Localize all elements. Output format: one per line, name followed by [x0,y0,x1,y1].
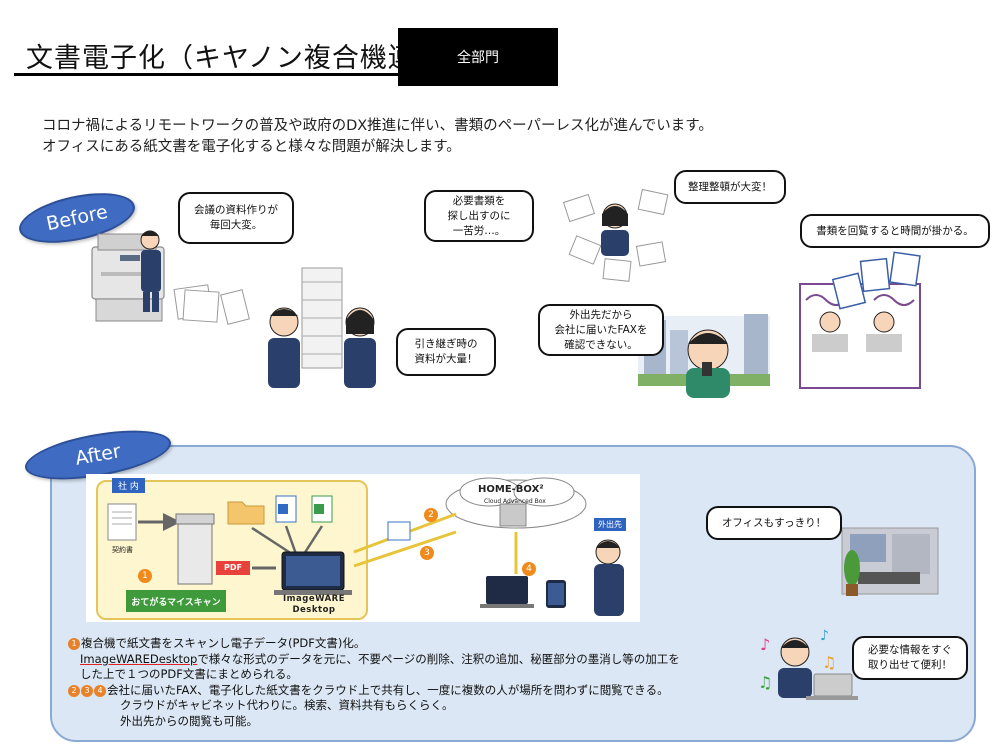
note-badge-1: 1 [68,638,80,650]
bubble-office-clean: オフィスもすっきり！ [706,506,842,540]
person-icon [778,637,812,698]
page-title: 文書電子化（キヤノン複合機連携） [26,43,472,74]
bubble-search: 必要書類を 探し出すのに 一苦労…。 [424,190,534,242]
after-illustrations: ♪ ♪ ♫ ♫ [758,527,939,700]
imageware-label: ImageWARE Desktop [282,594,346,615]
laptop-icon [274,551,352,595]
document-stack-icon [173,284,250,325]
bubble-organize: 整理整頓が大変！ [674,170,786,204]
person-icon [601,203,629,256]
step-2-marker: 2 [424,508,438,522]
tablet-icon [546,580,566,608]
laptop-icon [480,576,534,608]
scan-app-banner: おてがるマイスキャン [126,590,226,612]
person-icon [140,230,161,312]
homebox-label: HOME-BOX² [478,484,544,495]
person-icon [268,307,300,388]
cloud-icon [445,477,587,529]
laptop-icon [806,673,858,700]
document-stack-icon [562,188,669,282]
note-line-5: クラウドがキャビネット代わりに。検索、資料共有もらくらく。 [120,698,454,712]
intro-line-2: オフィスにある紙文書を電子化すると様々な問題が解決します。 [42,139,461,155]
before-illustrations [91,188,921,398]
note-line-6: 外出先からの閲覧も可能。 [120,713,258,728]
intro-text: コロナ禍によるリモートワークの普及や政府のDX推進に伴い、書類のペーパーレス化が… [42,116,713,158]
document-stack-icon [799,251,921,389]
note-badge-4: 4 [94,684,106,697]
file-icon [107,503,137,541]
remote-label: 外出先 [594,518,626,531]
document-stack-icon [301,267,343,369]
intro-line-1: コロナ禍によるリモートワークの普及や政府のDX推進に伴い、書類のペーパーレス化が… [42,118,713,134]
person-icon [594,539,624,616]
person-icon [686,329,730,398]
bubble-circulate: 書類を回覧すると時間が掛かる。 [800,214,990,248]
folder-icon [227,501,265,525]
plant-icon [844,550,860,596]
svg-text:♪: ♪ [820,628,829,644]
music-note-icon: ♪ ♪ ♫ ♫ [758,628,836,692]
pdf-tag: PDF [216,561,250,575]
homebox-sub-label: Cloud Advanced Box [484,498,546,505]
note-line-2: ImageWAREDesktopで様々な形式のデータを元に、不要ページの削除、注… [68,652,680,668]
note-line-3: した上で１つのPDF文書にまとめられる。 [80,667,298,681]
note-text-1: 複合機で紙文書をスキャンし電子データ(PDF文書)化。 [81,636,366,650]
step-4-marker: 4 [522,562,536,576]
note-product-name: ImageWAREDesktop [80,651,198,666]
note-badge-2: 2 [68,684,80,697]
svg-text:♫: ♫ [758,673,772,692]
svg-text:♫: ♫ [822,653,836,672]
note-text-4: 会社に届いたFAX、電子化した紙文書をクラウド上で共有し、一度に複数の人が場所を… [107,682,669,697]
bubble-fax: 外出先だから 会社に届いたFAXを 確認できない。 [538,304,664,356]
file-icon [275,495,333,523]
note-badge-3: 3 [81,684,93,697]
bubble-meeting: 会議の資料作りが 毎回大変。 [178,192,294,244]
bubble-retrieve: 必要な情報をすぐ 取り出せて便利！ [852,636,968,680]
step-3-marker: 3 [420,546,434,560]
inhouse-label: 社 内 [112,478,145,493]
contract-label: 契約書 [112,546,133,554]
person-icon [344,307,376,388]
step-1-marker: 1 [138,569,152,583]
department-badge: 全部門 [398,28,558,86]
title-underline [14,73,558,76]
note-text-2: で様々な形式のデータを元に、不要ページの削除、注釈の追加、秘匿部分の墨消し等の加… [197,651,680,666]
workflow-illustration [107,477,624,616]
svg-text:♪: ♪ [760,635,770,654]
copier-icon [175,513,215,585]
bubble-handover: 引き継ぎ時の 資料が大量！ [396,328,496,376]
